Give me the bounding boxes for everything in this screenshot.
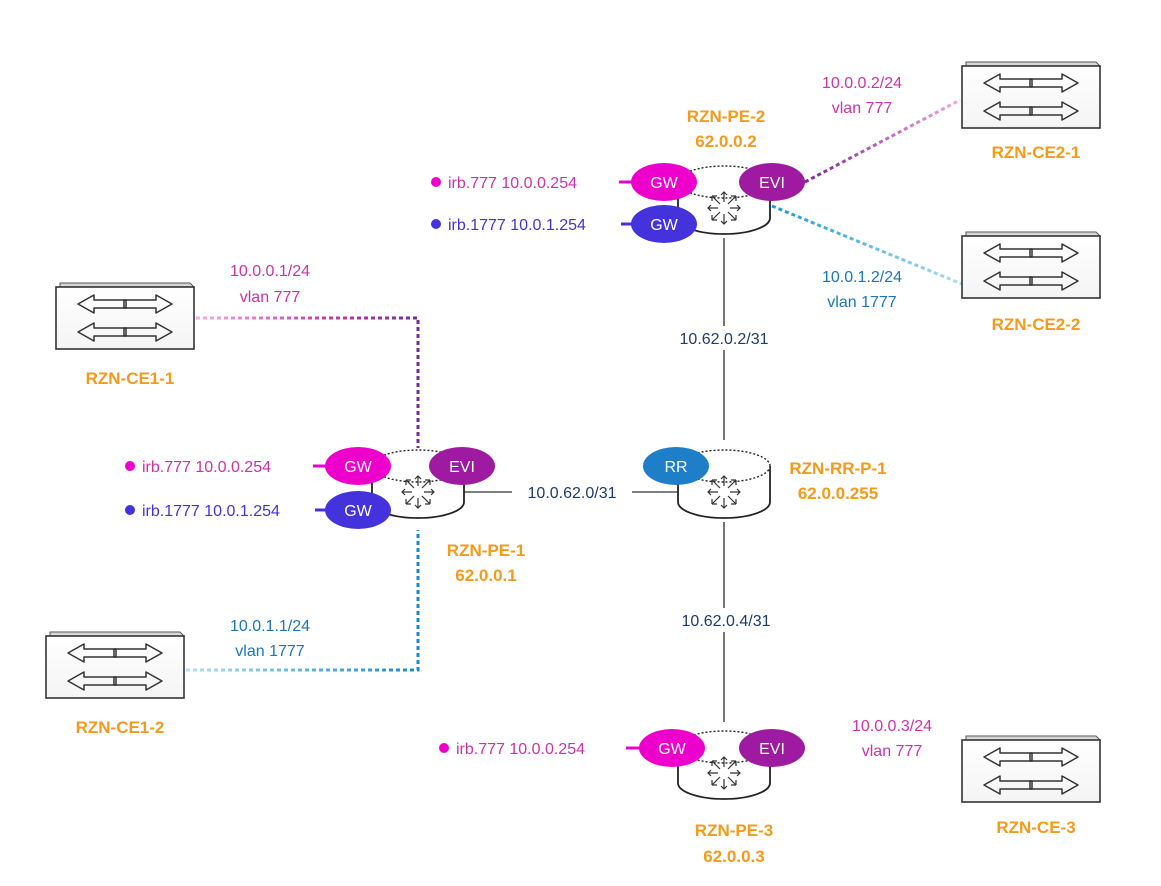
svg-text:RZN-RR-P-1: RZN-RR-P-1 bbox=[789, 459, 886, 478]
svg-text:vlan 777: vlan 777 bbox=[240, 289, 301, 306]
label-ce1-1: RZN-CE1-1 bbox=[86, 369, 175, 388]
evi-badge-pe1[interactable]: EVI bbox=[429, 447, 495, 485]
svg-text:RR: RR bbox=[664, 459, 687, 476]
svg-text:RZN-PE-3: RZN-PE-3 bbox=[695, 821, 773, 840]
svg-text:10.0.0.1/24: 10.0.0.1/24 bbox=[230, 263, 310, 280]
label-rr: RZN-RR-P-1 62.0.0.255 bbox=[789, 459, 886, 503]
link-pe1-ce11 bbox=[196, 316, 420, 448]
irb-label-pe2-1777: irb.1777 10.0.1.254 bbox=[448, 217, 586, 234]
svg-text:10.62.0.2/31: 10.62.0.2/31 bbox=[680, 331, 769, 348]
link-label-ce2-1: 10.0.0.2/24 vlan 777 bbox=[822, 75, 902, 117]
label-pe1: RZN-PE-1 62.0.0.1 bbox=[447, 541, 525, 585]
svg-text:RZN-PE-2: RZN-PE-2 bbox=[687, 107, 765, 126]
switch-ce3[interactable] bbox=[961, 735, 1101, 803]
link-pe2-ce21 bbox=[804, 98, 961, 184]
evi-badge-pe2[interactable]: EVI bbox=[739, 163, 805, 201]
label-ce3: RZN-CE-3 bbox=[996, 818, 1075, 837]
irb-label-pe3-777: irb.777 10.0.0.254 bbox=[456, 741, 585, 758]
link-pe1-ce12 bbox=[186, 530, 420, 672]
rr-badge[interactable]: RR bbox=[643, 447, 709, 485]
svg-text:10.0.1.1/24: 10.0.1.1/24 bbox=[230, 618, 310, 635]
switch-ce1-1[interactable] bbox=[55, 282, 195, 350]
irb-label-pe2-777: irb.777 10.0.0.254 bbox=[448, 175, 577, 192]
svg-text:EVI: EVI bbox=[759, 175, 785, 192]
svg-text:vlan 777: vlan 777 bbox=[832, 100, 893, 117]
irb-label-pe1-777: irb.777 10.0.0.254 bbox=[142, 459, 271, 476]
label-ce2-1: RZN-CE2-1 bbox=[992, 143, 1081, 162]
svg-text:10.0.62.0/31: 10.0.62.0/31 bbox=[528, 485, 617, 502]
gw-badge-pe3-777[interactable]: GW bbox=[639, 729, 705, 767]
link-label-pe2-rr: 10.62.0.2/31 bbox=[664, 326, 784, 350]
svg-text:GW: GW bbox=[650, 175, 678, 192]
svg-text:62.0.0.2: 62.0.0.2 bbox=[695, 132, 756, 151]
svg-text:vlan 1777: vlan 1777 bbox=[235, 643, 304, 660]
link-label-ce3: 10.0.0.3/24 vlan 777 bbox=[852, 718, 932, 760]
gw-badge-pe1-777[interactable]: GW bbox=[325, 447, 391, 485]
label-ce2-2: RZN-CE2-2 bbox=[992, 315, 1081, 334]
svg-text:vlan 1777: vlan 1777 bbox=[827, 294, 896, 311]
link-label-pe1-rr: 10.0.62.0/31 bbox=[512, 480, 632, 504]
svg-text:62.0.0.1: 62.0.0.1 bbox=[455, 566, 516, 585]
gw-badge-pe2-1777[interactable]: GW bbox=[631, 205, 697, 243]
label-ce1-2: RZN-CE1-2 bbox=[76, 718, 165, 737]
switch-ce2-2[interactable] bbox=[961, 231, 1101, 299]
link-label-ce1-1: 10.0.0.1/24 vlan 777 bbox=[230, 263, 310, 306]
irb-stub-pe3-777 bbox=[439, 743, 641, 753]
gw-badge-pe2-777[interactable]: GW bbox=[631, 163, 697, 201]
link-label-ce2-2: 10.0.1.2/24 vlan 1777 bbox=[822, 269, 902, 311]
svg-text:RZN-PE-1: RZN-PE-1 bbox=[447, 541, 525, 560]
svg-text:GW: GW bbox=[650, 217, 678, 234]
link-label-ce1-2: 10.0.1.1/24 vlan 1777 bbox=[230, 618, 310, 660]
svg-text:GW: GW bbox=[658, 741, 686, 758]
svg-text:62.0.0.3: 62.0.0.3 bbox=[703, 847, 764, 866]
label-pe3: RZN-PE-3 62.0.0.3 bbox=[695, 821, 773, 866]
svg-text:EVI: EVI bbox=[449, 459, 475, 476]
svg-text:GW: GW bbox=[344, 503, 372, 520]
link-label-rr-pe3: 10.62.0.4/31 bbox=[666, 608, 786, 632]
svg-text:vlan 777: vlan 777 bbox=[862, 743, 923, 760]
svg-text:EVI: EVI bbox=[759, 741, 785, 758]
svg-text:10.62.0.4/31: 10.62.0.4/31 bbox=[682, 613, 771, 630]
switch-ce2-1[interactable] bbox=[961, 61, 1101, 129]
svg-text:10.0.1.2/24: 10.0.1.2/24 bbox=[822, 269, 902, 286]
switch-ce1-2[interactable] bbox=[45, 631, 185, 699]
svg-text:62.0.0.255: 62.0.0.255 bbox=[798, 484, 878, 503]
label-pe2: RZN-PE-2 62.0.0.2 bbox=[687, 107, 765, 151]
evi-badge-pe3[interactable]: EVI bbox=[739, 729, 805, 767]
svg-text:10.0.0.3/24: 10.0.0.3/24 bbox=[852, 718, 932, 735]
irb-label-pe1-1777: irb.1777 10.0.1.254 bbox=[142, 503, 280, 520]
svg-text:GW: GW bbox=[344, 459, 372, 476]
svg-text:10.0.0.2/24: 10.0.0.2/24 bbox=[822, 75, 902, 92]
gw-badge-pe1-1777[interactable]: GW bbox=[325, 491, 391, 529]
link-pe2-ce22 bbox=[771, 204, 963, 286]
